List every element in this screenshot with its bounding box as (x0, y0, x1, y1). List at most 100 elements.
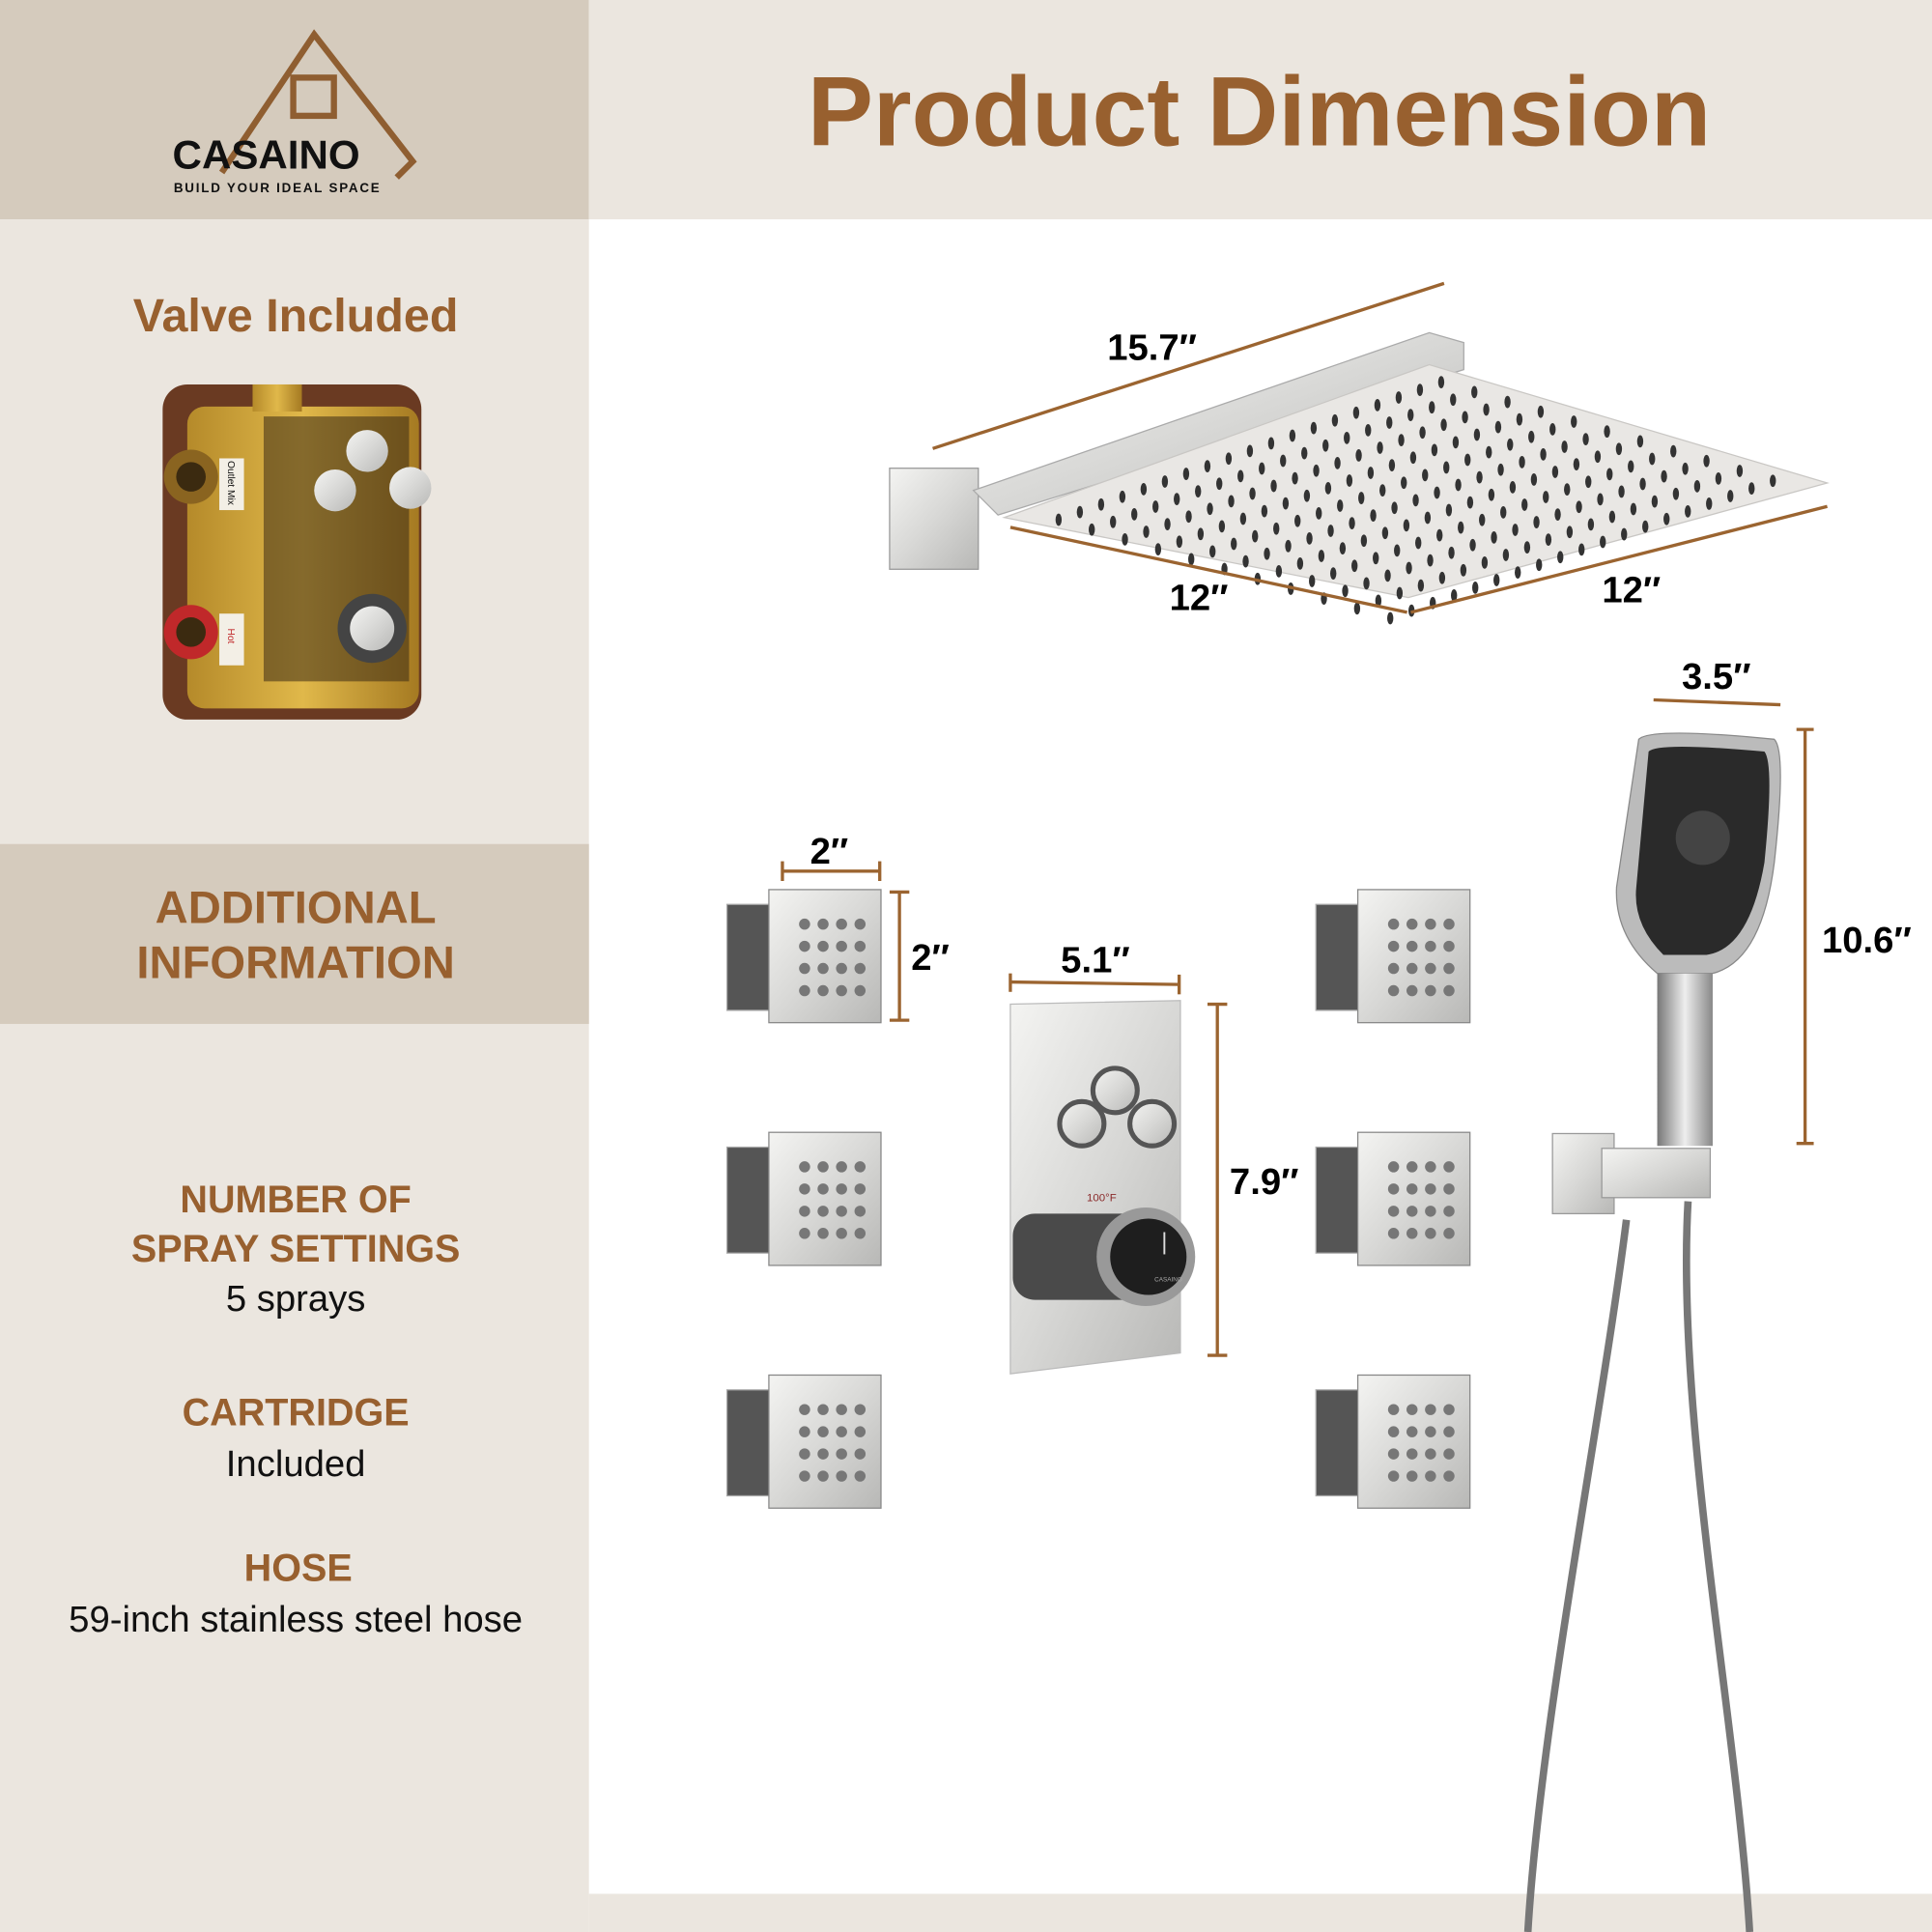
nozzle (1164, 518, 1171, 530)
nozzle (1363, 577, 1370, 590)
nozzle (1693, 479, 1701, 493)
nozzle (1386, 416, 1393, 429)
nozzle (1606, 468, 1613, 481)
nozzle (1322, 439, 1329, 452)
jet-width-label: 2″ (810, 831, 849, 872)
nozzle (1431, 443, 1438, 457)
nozzle (1197, 527, 1205, 541)
nozzle (1292, 471, 1298, 485)
nozzle (1330, 567, 1337, 580)
nozzle (1476, 470, 1483, 484)
nozzle (1119, 490, 1126, 503)
nozzle (1486, 445, 1492, 459)
nozzle (1549, 423, 1556, 436)
nozzle (1561, 440, 1568, 453)
header-bar (588, 0, 1932, 220)
nozzle (1355, 449, 1362, 462)
nozzle (1267, 437, 1275, 450)
thermostatic-valve-trim: 100°F CASAINO (1009, 1000, 1196, 1375)
nozzle (1576, 500, 1582, 514)
nozzle (1388, 459, 1396, 472)
body-jet (725, 1374, 882, 1509)
nozzle (1415, 536, 1422, 550)
nozzle (1306, 532, 1313, 545)
nozzle (1703, 454, 1710, 468)
spec-label: SPRAY SETTINGS (131, 1228, 461, 1270)
nozzle (1310, 421, 1318, 435)
handheld-width-label: 3.5″ (1682, 656, 1751, 697)
nozzle (1651, 495, 1659, 508)
nozzle (1370, 509, 1377, 523)
nozzle (1360, 534, 1368, 548)
nozzle (1313, 464, 1320, 477)
nozzle (1471, 385, 1478, 399)
nozzle (1509, 480, 1517, 494)
nozzle (1334, 456, 1341, 469)
valve-image: Outlet Mix Hot (162, 384, 432, 720)
nozzle (1396, 586, 1404, 600)
nozzle (1285, 539, 1292, 553)
nozzle (1152, 500, 1159, 513)
nozzle (1621, 527, 1628, 541)
nozzle (1154, 543, 1162, 555)
nozzle (1600, 535, 1606, 549)
nozzle (1445, 503, 1453, 517)
nozzle (1391, 501, 1398, 515)
nozzle (1594, 450, 1602, 464)
nozzle (1466, 496, 1474, 509)
nozzle-grid (1055, 376, 1776, 625)
nozzle (1519, 455, 1525, 469)
section-title-line2: INFORMATION (136, 938, 454, 989)
nozzle (1438, 571, 1446, 584)
nozzle (1440, 418, 1447, 432)
body-jet (1315, 1374, 1471, 1509)
nozzle (1381, 526, 1389, 540)
nozzle (1089, 523, 1095, 536)
logo-text: CASAINO (173, 132, 360, 178)
nozzle (1358, 492, 1365, 504)
nozzle (1455, 478, 1462, 492)
nozzle (1715, 472, 1722, 485)
nozzle (1419, 426, 1426, 440)
nozzle (1174, 493, 1180, 505)
nozzle (1273, 522, 1280, 535)
nozzle (1451, 588, 1458, 602)
body-jet (1315, 889, 1471, 1024)
nozzle (1500, 505, 1507, 519)
nozzle (1346, 474, 1353, 487)
nozzle (1309, 575, 1316, 587)
nozzle (1409, 451, 1417, 465)
nozzle (1443, 461, 1450, 474)
nozzle (1401, 476, 1407, 490)
nozzle (1353, 602, 1361, 615)
nozzle (1349, 517, 1355, 529)
nozzle (1395, 391, 1403, 404)
nozzle (1375, 594, 1382, 608)
nozzle (1140, 483, 1148, 496)
nozzle (1216, 477, 1223, 491)
spec-value: 5 sprays (226, 1278, 366, 1320)
nozzle (1493, 574, 1500, 586)
nozzle (1110, 515, 1117, 528)
nozzle (1770, 474, 1776, 488)
nozzle (1249, 487, 1256, 500)
nozzle (1339, 542, 1347, 554)
nozzle (1143, 526, 1150, 538)
nozzle (1597, 493, 1604, 506)
nozzle (1337, 499, 1344, 512)
nozzle (1331, 413, 1339, 427)
nozzle (1301, 446, 1308, 460)
spec-value: Included (226, 1443, 366, 1485)
head-width-label: 12″ (1170, 577, 1229, 618)
valve-width-label: 5.1″ (1061, 939, 1129, 980)
nozzle (1429, 401, 1435, 414)
nozzle (1564, 483, 1571, 497)
nozzle (1303, 489, 1311, 502)
nozzle (1566, 526, 1574, 539)
nozzle (1403, 519, 1410, 532)
nozzle (1417, 579, 1425, 592)
nozzle (1239, 512, 1247, 526)
nozzle (1571, 415, 1577, 428)
nozzle (1231, 537, 1237, 551)
